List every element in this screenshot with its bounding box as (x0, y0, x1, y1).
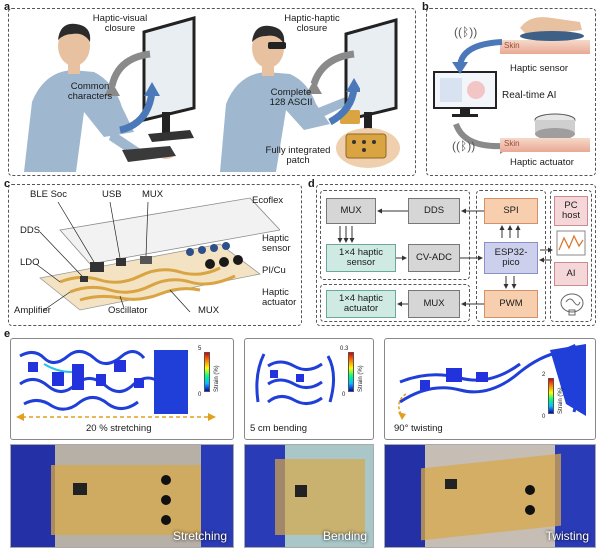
label-haptic-actuator-c: Haptic actuator (262, 287, 297, 309)
closure-arrows-right (306, 50, 360, 126)
photo-stretching-caption: Stretching (172, 529, 227, 543)
keyboard-left-illustration (122, 146, 176, 162)
block-haptic-actuator-array: 1×4 haptic actuator (326, 290, 396, 318)
haptic-haptic-closure-label: Haptic-haptic closure (284, 13, 340, 35)
panel-c-label: c (4, 178, 11, 190)
panel-d-label: d (308, 178, 315, 190)
panel-d-frame (316, 184, 596, 326)
monitor-right-illustration (344, 18, 398, 132)
label-haptic-sensor-c: Haptic sensor (262, 233, 291, 255)
haptic-actuator-label: Haptic actuator (510, 157, 574, 168)
label-dds: DDS (20, 225, 41, 236)
label-amplifier: Amplifier (14, 305, 51, 316)
block-ai: AI (554, 262, 588, 286)
common-characters-label: Common characters (67, 81, 113, 103)
person-right-illustration (220, 25, 350, 172)
colorbar-bend-min: 0 (342, 392, 346, 398)
stretch-double-arrow (16, 413, 216, 421)
block-cv-adc: CV-ADC (408, 244, 460, 272)
colorbar-twist-min: 0 (542, 414, 546, 420)
colorbar-bend-max: 0.3 (340, 346, 349, 352)
colorbar-stretch-max: 5 (198, 346, 202, 352)
colorbar-twist-max: 2 (542, 372, 546, 378)
skin-label-top: Skin (504, 41, 520, 50)
photo-twisting: Twisting (384, 444, 596, 548)
label-oscillator: Oscillator (108, 305, 148, 316)
pc-host-chart-icon (556, 230, 586, 256)
bluetooth-icon-bottom: ((ᛒ)) (452, 139, 476, 153)
panel-a-frame (8, 8, 416, 176)
skin-label-bottom: Skin (504, 139, 520, 148)
label-mux-top: MUX (142, 189, 164, 200)
haptic-visual-closure-label: Haptic-visual closure (92, 13, 148, 35)
block-esp32-pico: ESP32- pico (484, 242, 538, 274)
bluetooth-icon-top: ((ᛒ)) (454, 25, 478, 39)
stretch-caption: 20 % stretching (86, 423, 152, 434)
label-pi-cu: PI/Cu (262, 265, 286, 276)
panel-d-group-host (550, 190, 592, 322)
colorbar-twist (548, 378, 554, 414)
photo-stretching: Stretching (10, 444, 234, 548)
panel-b-label: b (422, 1, 429, 13)
colorbar-stretch-min: 0 (198, 392, 202, 398)
sim-bend-frame (244, 338, 374, 440)
twist-caption: 90° twisting (394, 423, 443, 434)
exploded-device-illustration (35, 197, 280, 313)
colorbar-bend-title: Strain (%) (358, 365, 364, 392)
panel-d-group-sensor (320, 190, 470, 280)
label-usb: USB (102, 189, 122, 200)
closure-arrows-left (104, 50, 160, 134)
panel-d-connectors (337, 208, 553, 307)
haptic-actuator-illustration (534, 113, 576, 140)
skin-layer-top (500, 40, 590, 54)
colorbar-stretch-title: Strain (%) (214, 365, 220, 392)
panel-d-group-mcu (476, 190, 546, 322)
block-pwm: PWM (484, 290, 538, 318)
ai-brain-icon (560, 293, 584, 316)
sim-stretch-illustration (19, 350, 188, 414)
block-spi: SPI (484, 198, 538, 224)
label-ecoflex: Ecoflex (252, 195, 284, 206)
bend-caption: 5 cm bending (250, 423, 308, 434)
photo-twisting-caption: Twisting (545, 529, 589, 543)
fully-integrated-patch-label: Fully integrated patch (265, 145, 331, 167)
realtime-ai-monitor (433, 71, 497, 117)
panel-d-group-actuator (320, 284, 470, 322)
colorbar-bend (348, 352, 354, 392)
sim-stretch-frame (10, 338, 234, 440)
label-ble-soc: BLE Soc (30, 189, 67, 200)
colorbar-twist-title: Strain (%) (558, 387, 564, 414)
sim-bend-illustration (255, 353, 335, 405)
panel-b-frame (426, 8, 596, 176)
complete-ascii-label: Complete 128 ASCII (269, 87, 313, 109)
label-ldo: LDO (20, 257, 40, 268)
realtime-ai-label: Real-time AI (502, 90, 557, 101)
haptic-sensor-label: Haptic sensor (510, 63, 569, 74)
colorbar-stretch (204, 352, 210, 392)
block-pc-host: PC host (554, 196, 588, 226)
photo-bending: Bending (244, 444, 374, 548)
photo-bending-caption: Bending (322, 529, 367, 543)
block-dds: DDS (408, 198, 460, 224)
haptic-sensor-illustration (520, 17, 584, 41)
block-mux-1: MUX (326, 198, 376, 224)
sim-twist-illustration (399, 344, 586, 416)
block-haptic-sensor-array: 1×4 haptic sensor (326, 244, 396, 272)
panel-a-label: a (4, 1, 11, 13)
label-mux-bottom: MUX (198, 305, 220, 316)
block-mux-2: MUX (408, 290, 460, 318)
monitor-left-illustration (142, 16, 196, 142)
sim-twist-frame (384, 338, 596, 440)
skin-layer-bottom (500, 138, 590, 152)
panel-c-frame (8, 184, 302, 326)
twist-arc-arrow (398, 393, 407, 420)
panel-e-label: e (4, 328, 11, 340)
